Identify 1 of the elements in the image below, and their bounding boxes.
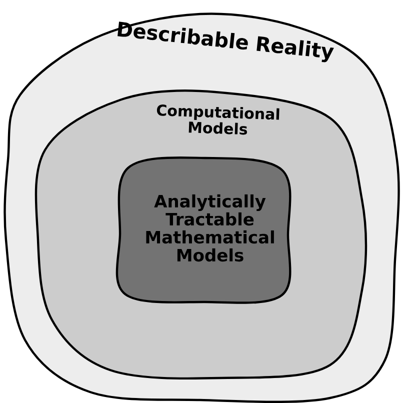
region-blob: Analytically Tractable Mathematical Models xyxy=(116,156,292,304)
